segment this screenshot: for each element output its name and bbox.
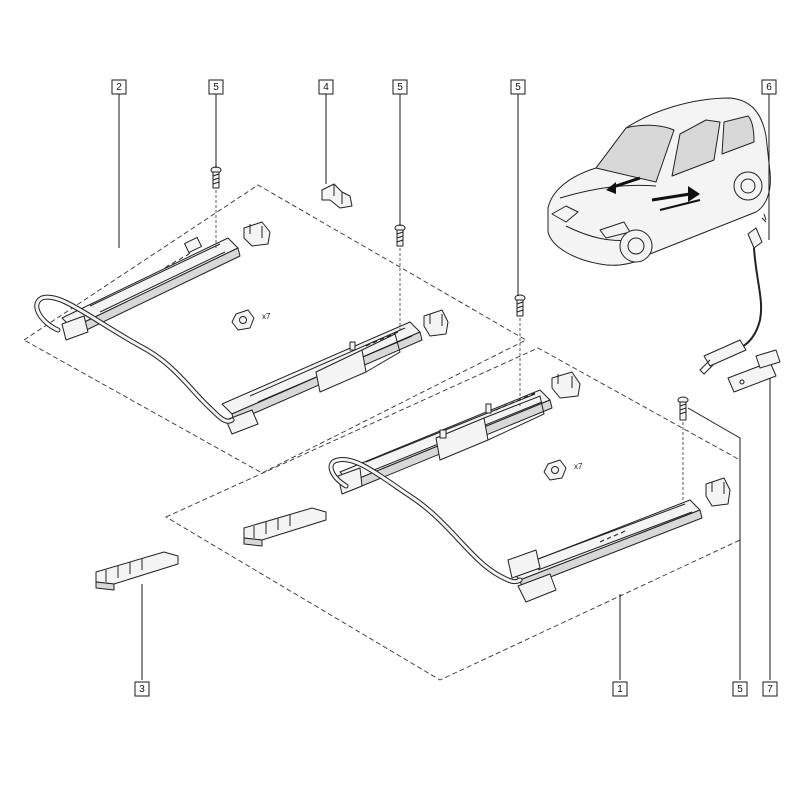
screw-a	[210, 166, 222, 189]
svg-text:3: 3	[139, 684, 145, 695]
car-illustration	[547, 97, 771, 266]
screw-b	[394, 224, 406, 247]
svg-text:1: 1	[617, 684, 623, 695]
callout-6: 6	[761, 79, 777, 95]
rail-cover-lower	[95, 551, 179, 591]
upper-front-clip-right	[423, 309, 449, 337]
bracket-part-7	[727, 349, 781, 393]
upper-nut	[231, 309, 255, 331]
svg-text:5: 5	[213, 82, 219, 93]
callout-4: 4	[318, 79, 334, 95]
rail-cover-upper	[243, 507, 327, 547]
svg-text:4: 4	[323, 82, 329, 93]
lower-nut-quantity: x7	[574, 462, 583, 471]
svg-text:5: 5	[515, 82, 521, 93]
callout-1: 1	[612, 681, 628, 697]
svg-text:7: 7	[767, 684, 773, 695]
upper-front-clip-left	[243, 221, 271, 247]
svg-text:5: 5	[397, 82, 403, 93]
clip-part-4	[321, 183, 353, 209]
callout-5-c: 5	[510, 79, 526, 95]
callout-2: 2	[111, 79, 127, 95]
callout-5-a: 5	[208, 79, 224, 95]
lower-front-clip-right	[705, 477, 731, 507]
cable-part-6	[699, 213, 767, 375]
callout-5-b: 5	[392, 79, 408, 95]
lower-assembly-outline	[165, 347, 741, 681]
upper-seat-rail-assembly	[34, 236, 423, 435]
svg-text:2: 2	[116, 82, 122, 93]
callout-7: 7	[762, 681, 778, 697]
lower-front-clip-left	[551, 371, 581, 399]
svg-text:5: 5	[737, 684, 743, 695]
upper-assembly-outline	[23, 184, 527, 474]
callout-5-d: 5	[732, 681, 748, 697]
screw-d	[677, 396, 689, 421]
callout-3: 3	[134, 681, 150, 697]
upper-nut-quantity: x7	[262, 312, 271, 321]
screw-c	[514, 294, 526, 317]
svg-text:6: 6	[766, 82, 772, 93]
lower-nut	[543, 459, 567, 481]
lower-seat-rail-assembly	[328, 389, 703, 603]
